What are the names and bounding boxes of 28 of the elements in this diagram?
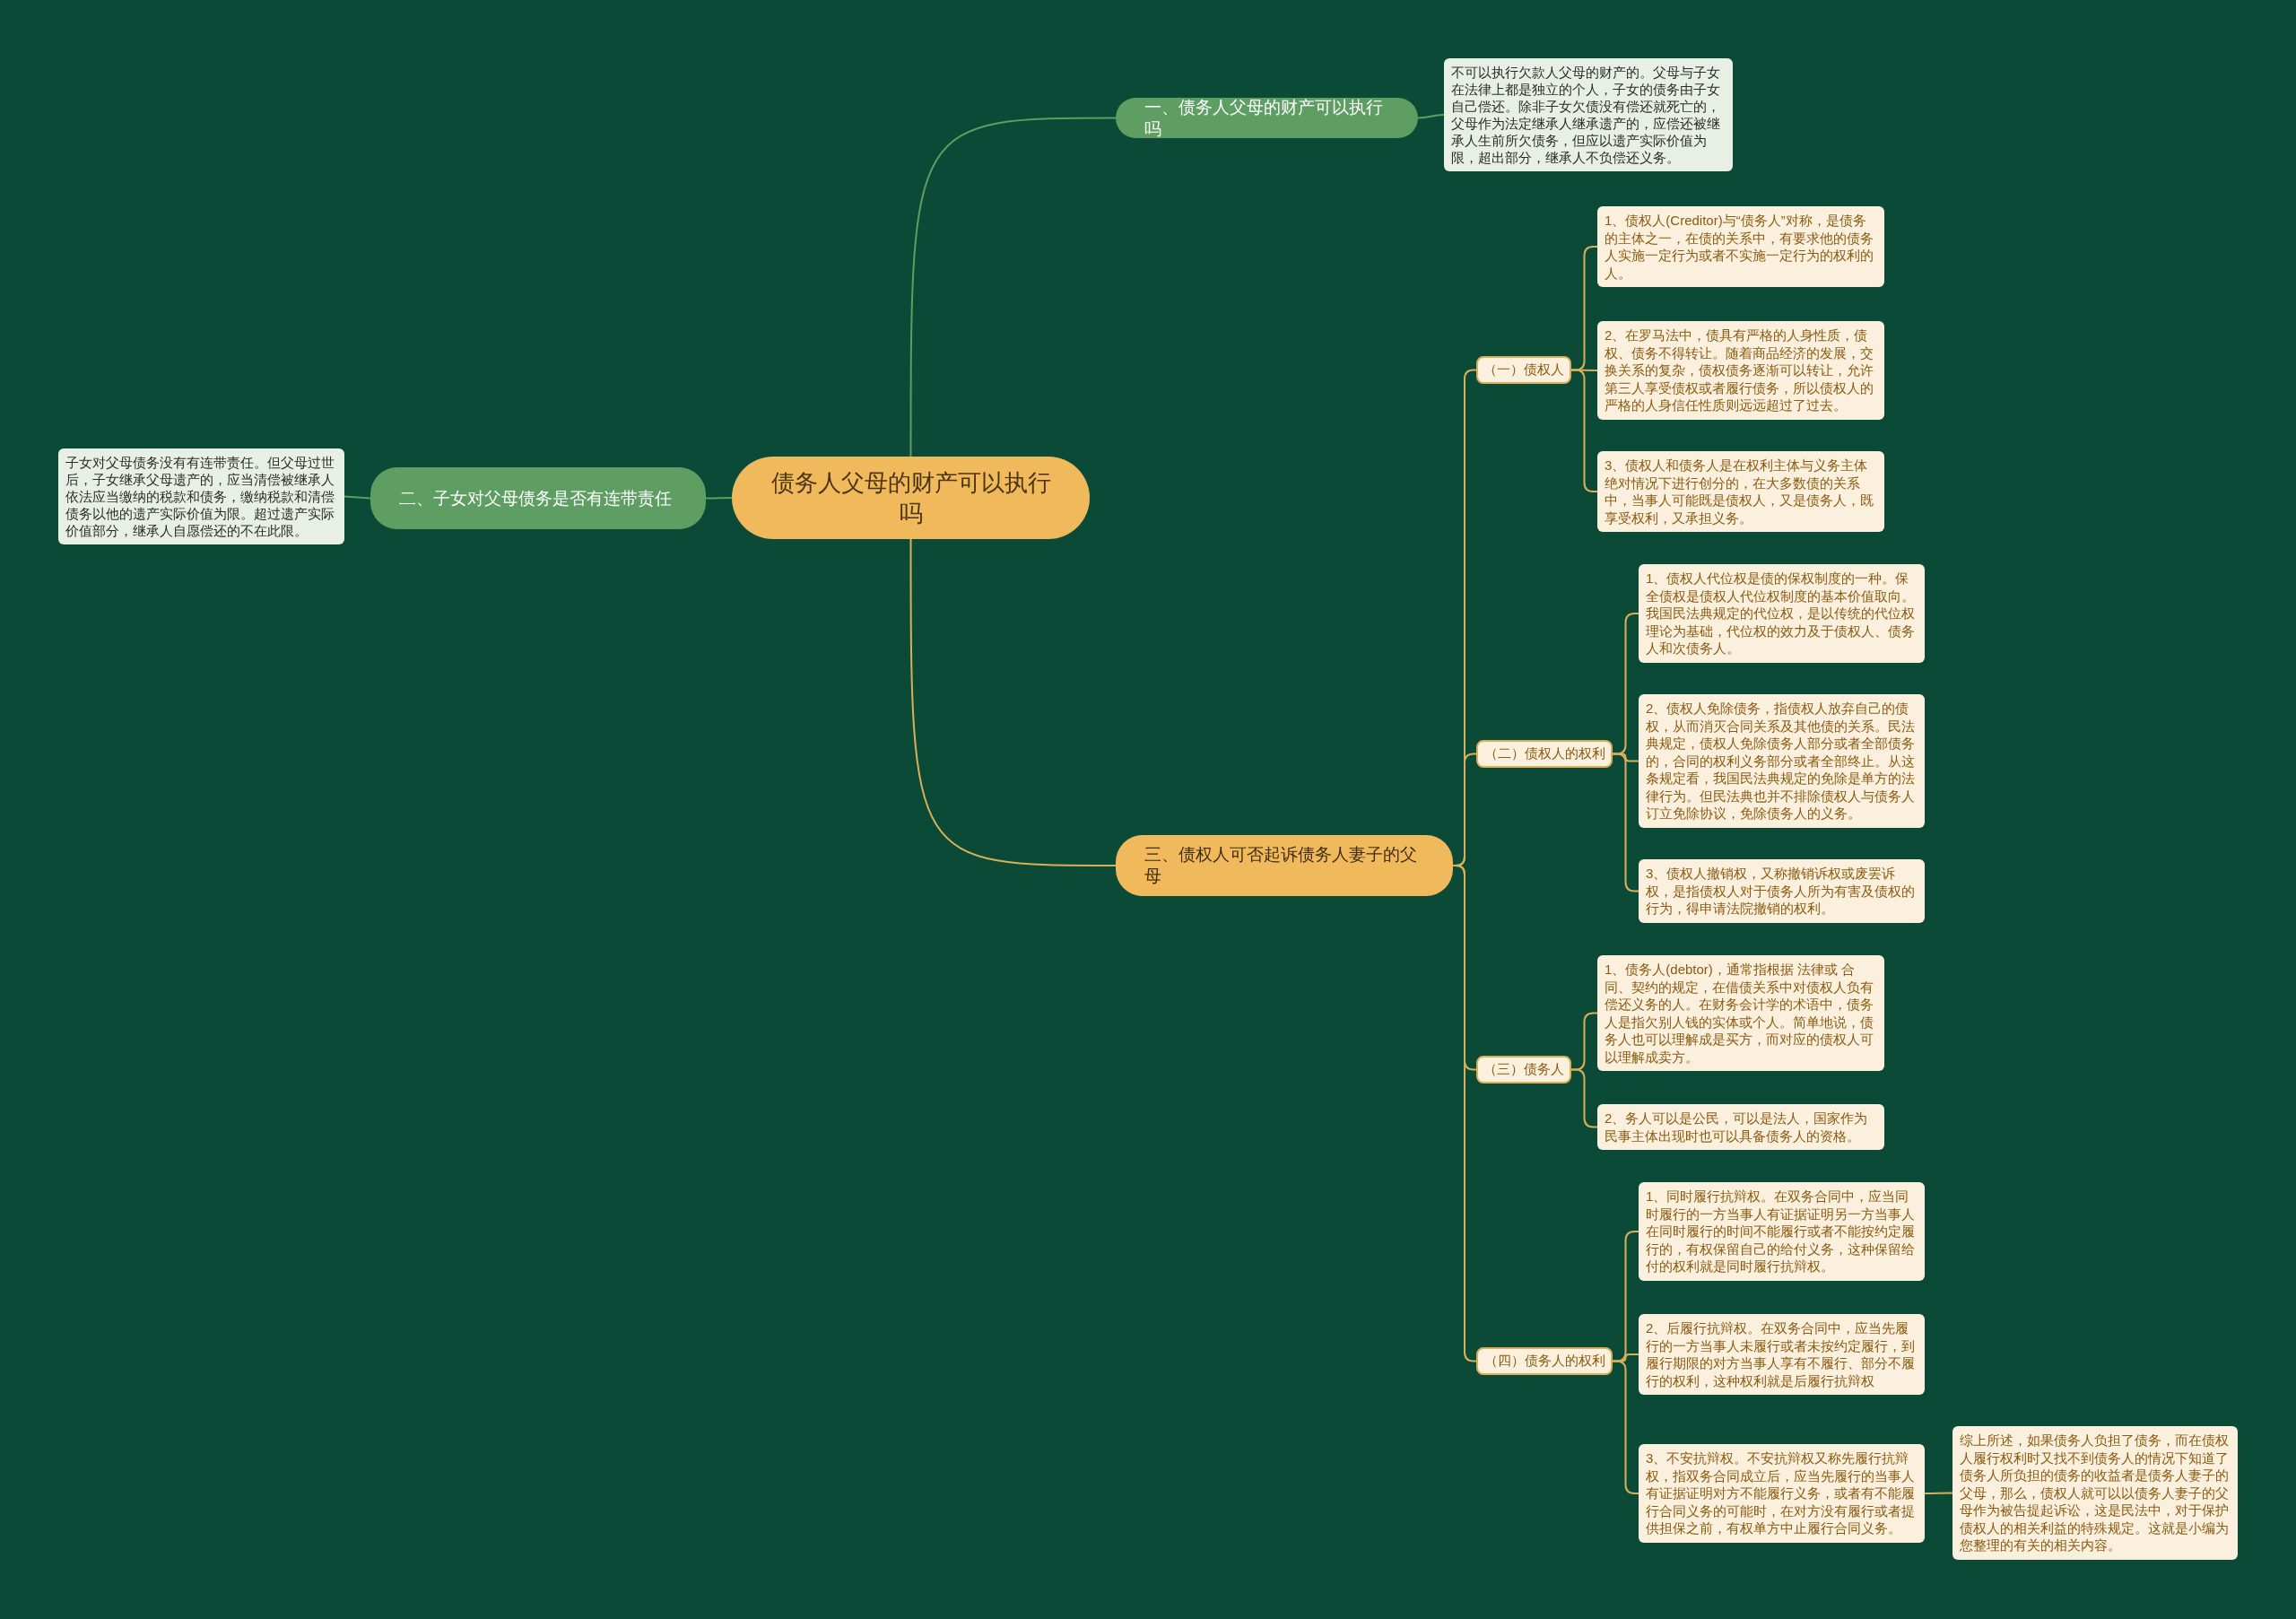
text-card: 1、同时履行抗辩权。在双务合同中，应当同时履行的一方当事人有证据证明另一方当事人在同时履行的时间不能履行或者不能按约定履行的，有权保留自己的给付义务，这种保留给付的权利就是同时履行抗辩权。 <box>1639 1182 1925 1281</box>
topic-pill: 一、债务人父母的财产可以执行吗 <box>1116 98 1418 138</box>
text-card: 3、不安抗辩权。不安抗辩权又称先履行抗辩权，指双务合同成立后，应当先履行的当事人有证据证明对方不能履行义务，或者有不能履行合同义务的可能时，在对方没有履行或者提供担保之前，有权单方中止履行合同义务。 <box>1639 1444 1925 1543</box>
topic-pill: 二、子女对父母债务是否有连带责任 <box>370 467 706 529</box>
connector-line <box>909 117 1117 457</box>
connector-line <box>1417 114 1445 119</box>
text-card: 3、债权人和债务人是在权利主体与义务主体绝对情况下进行创分的，在大多数债的关系中，当事人可能既是债权人，又是债务人，既享受权利，又承担义务。 <box>1597 451 1884 532</box>
connector-line <box>909 538 1117 866</box>
connector-line <box>344 495 371 500</box>
connector-line <box>1924 1492 1953 1494</box>
text-card: 2、后履行抗辩权。在双务合同中，应当先履行的一方当事人未履行或者未按约定履行，到履行期限的对方当事人享有不履行、部分不履行的权利，这种权利就是后履行抗辩权 <box>1639 1314 1925 1395</box>
text-card: 3、债权人撤销权，又称撤销诉权或废罢诉权，是指债权人对于债务人所为有害及债权的行为，得申请法院撤销的权利。 <box>1639 859 1925 923</box>
text-card: 1、债务人(debtor)，通常指根据 法律或 合同、契约的规定，在借债关系中对债权人负有偿还义务的人。在财务会计学的术语中，债务人是指欠别人钱的实体或个人。简单地说，债务人也可以理解成是买方，而对应的债权人可以理解成卖方。 <box>1597 955 1884 1071</box>
text-card: 2、债权人免除债务，指债权人放弃自己的债权，从而消灭合同关系及其他债的关系。民法典规定，债权人免除债务人部分或者全部债务的，合同的权利义务部分或者全部终止。从这条规定看，我国民法典规定的免除是单方的法律行为。但民法典也并不排除债权人与债务人订立免除协议，免除债务人的义务。 <box>1639 694 1925 828</box>
central-topic: 债务人父母的财产可以执行吗 <box>732 457 1090 539</box>
subtopic-box: （二）债权人的权利 <box>1476 740 1613 768</box>
text-card: 2、务人可以是公民，可以是法人，国家作为民事主体出现时也可以具备债务人的资格。 <box>1597 1104 1884 1150</box>
text-card: 2、在罗马法中，债具有严格的人身性质，债权、债务不得转让。随着商品经济的发展，交换关系的复杂，债权债务逐渐可以转让，允许第三人享受债权或者履行债务，所以债权人的严格的人身信任性质则远远超过了过去。 <box>1597 321 1884 420</box>
subtopic-box: （三）债务人 <box>1476 1056 1571 1084</box>
text-card: 综上所述，如果债务人负担了债务，而在债权人履行权利时又找不到债务人的情况下知道了债务人所负担的债务的收益者是债务人妻子的父母，那么，债权人就可以以债务人妻子的父母作为被告提起诉讼，这是民法中，对于保护债权人的相关利益的特殊规定。这就是小编为您整理的有关的相关内容。 <box>1952 1426 2238 1560</box>
subtopic-box: （一）债权人 <box>1476 356 1571 384</box>
text-card: 1、债权人(Creditor)与“债务人”对称，是债务的主体之一，在债的关系中，有要求他的债务人实施一定行为或者不实施一定行为的权利的人。 <box>1597 206 1884 287</box>
text-card: 不可以执行欠款人父母的财产的。父母与子女在法律上都是独立的个人，子女的债务由子女自己偿还。除非子女欠债没有偿还就死亡的，父母作为法定继承人继承遗产的，应偿还被继承人生前所欠债务，但应以遗产实际价值为限，超出部分，继承人不负偿还义务。 <box>1444 58 1733 171</box>
topic-pill: 三、债权人可否起诉债务人妻子的父母 <box>1116 835 1453 896</box>
text-card: 1、债权人代位权是债的保权制度的一种。保全债权是债权人代位权制度的基本价值取向。我国民法典规定的代位权，是以传统的代位权理论为基础，代位权的效力及于债权人、债务人和次债务人。 <box>1639 564 1925 663</box>
text-card: 子女对父母债务没有有连带责任。但父母过世后，子女继承父母遗产的，应当清偿被继承人依法应当缴纳的税款和债务，缴纳税款和清偿债务以他的遗产实际价值为限。超过遗产实际价值部分，继承人自愿偿还的不在此限。 <box>58 448 344 544</box>
connector-line <box>705 497 733 500</box>
subtopic-box: （四）债务人的权利 <box>1476 1347 1613 1375</box>
